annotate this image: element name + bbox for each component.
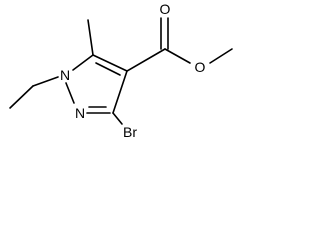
- bond-c4-c5-double-inner: [95, 62, 121, 76]
- bond-c4-carbonyl-c: [126, 48, 166, 72]
- bond-n1-n2: [65, 82, 75, 104]
- bond-c3-c4: [112, 70, 128, 114]
- atom-oxygen-carbonyl: O: [160, 1, 171, 17]
- atom-labels: O O N N Br: [60, 1, 206, 140]
- bond-carbonyl-c-o-ester: [164, 48, 191, 64]
- atom-oxygen-ester: O: [195, 59, 206, 75]
- bond-ethyl-ch2-n1: [32, 76, 59, 87]
- bond-ethyl-ch3-ch2: [9, 85, 34, 109]
- atom-bromine: Br: [123, 124, 137, 140]
- bond-c3-br: [112, 112, 123, 125]
- bonds: [9, 17, 233, 125]
- atom-nitrogen-2: N: [75, 105, 85, 121]
- bond-n1-c5: [72, 54, 94, 71]
- atom-nitrogen-1: N: [60, 67, 70, 83]
- chemical-structure-diagram: O O N N Br: [9, 1, 233, 140]
- bond-c5-methyl: [87, 19, 94, 56]
- bond-o-ester-methyl: [209, 48, 233, 64]
- bond-c4-c5-double-outer: [92, 54, 128, 72]
